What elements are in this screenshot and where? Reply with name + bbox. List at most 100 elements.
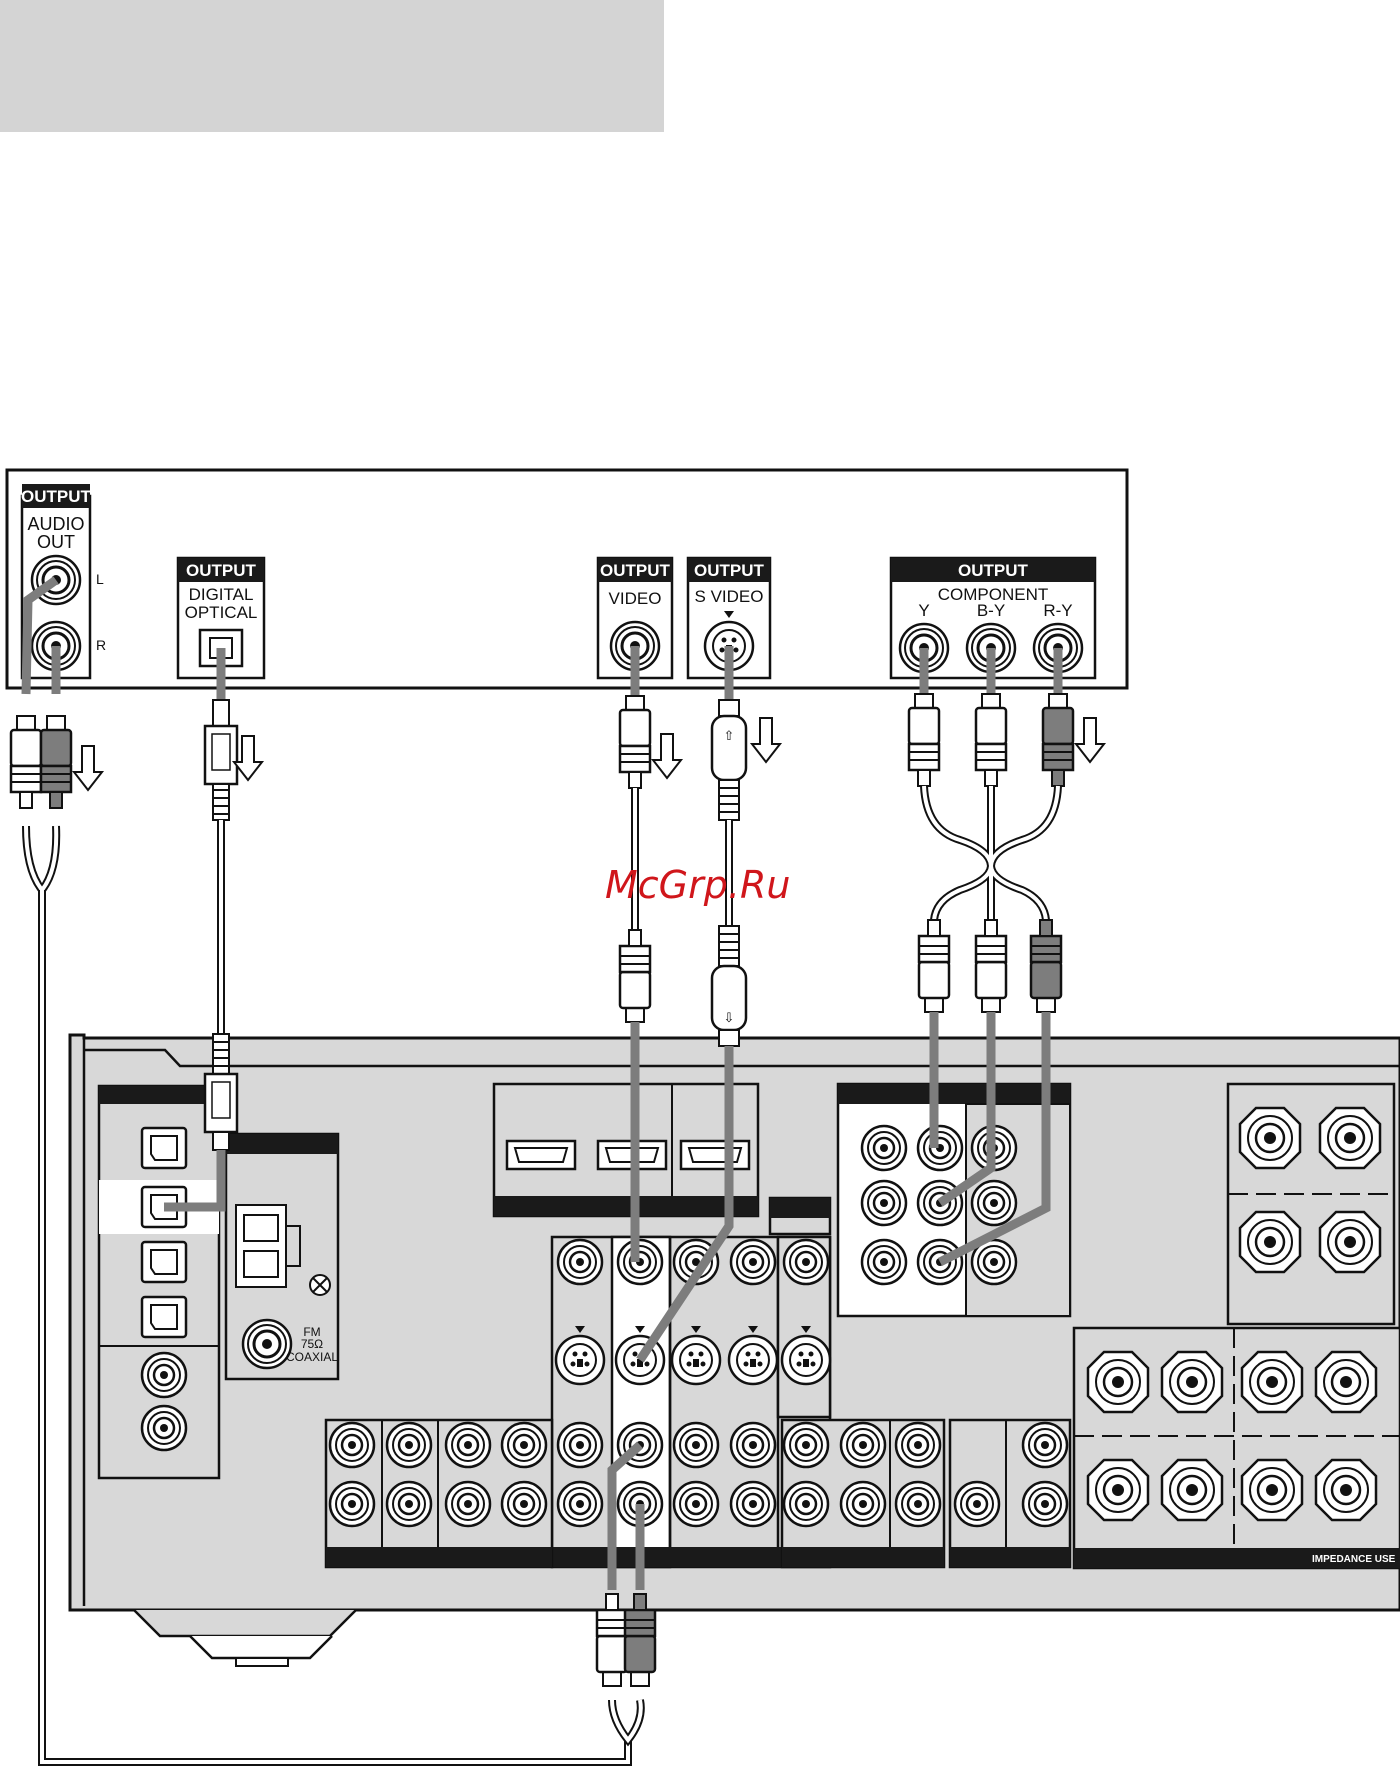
am-antenna-terminal[interactable] [244,1215,278,1241]
component-header: OUTPUT [958,561,1029,580]
comp-in1-y[interactable] [862,1126,906,1170]
optical-in-4[interactable] [142,1297,186,1337]
sub-out-1[interactable] [1023,1423,1067,1467]
audio-in-2-l[interactable] [387,1423,431,1467]
video-in-a[interactable] [558,1240,602,1284]
svideo-label: S VIDEO [695,587,764,606]
audio-out-label-1: AUDIO [27,514,84,534]
audio-out-r-label: R [96,637,106,653]
hdmi-in-1[interactable] [507,1141,575,1169]
comp-in1-ry[interactable] [862,1240,906,1284]
speaker-terminal-1[interactable] [1240,1108,1300,1168]
speaker-terminal-12[interactable] [1316,1460,1376,1520]
optical-in-3[interactable] [142,1242,186,1282]
comp-in1-by[interactable] [862,1181,906,1225]
video-header: OUTPUT [600,561,671,580]
svideo-in-a[interactable] [556,1336,604,1384]
receiver-optical-panel [99,1086,219,1478]
component-by-label: B-Y [977,601,1005,620]
svideo-in-b[interactable] [672,1336,720,1384]
pre-out-1[interactable] [784,1423,828,1467]
audio-in-b-r[interactable] [674,1482,718,1526]
comp-plug-y-player [909,694,939,786]
direction-arrow-icon [653,734,681,778]
audio-in-1-l[interactable] [330,1423,374,1467]
svg-text:⇩: ⇩ [724,1010,735,1025]
component-y-label: Y [918,601,929,620]
speaker-terminal-4[interactable] [1320,1212,1380,1272]
pre-out-2[interactable] [841,1423,885,1467]
fm-label-2: 75Ω [301,1337,323,1351]
coaxial-in-1[interactable] [142,1353,186,1397]
component-ry-label: R-Y [1043,601,1072,620]
pre-out-4[interactable] [784,1482,828,1526]
audio-in-b-l[interactable] [674,1423,718,1467]
svg-text:⇧: ⇧ [724,728,735,743]
receiver-audio-left [326,1420,552,1567]
receiver-audio-right [782,1420,1070,1567]
speaker-terminal-11[interactable] [1242,1460,1302,1520]
speaker-terminal-2[interactable] [1320,1108,1380,1168]
audio-out-header: OUTPUT [21,487,92,506]
video-plug-player [620,696,650,788]
audio-in-c-l[interactable] [731,1423,775,1467]
speaker-terminal-3[interactable] [1240,1212,1300,1272]
comp-in2-y[interactable] [918,1126,962,1170]
receiver-small-top-panel [770,1198,830,1234]
receiver-component-panel [838,1084,1070,1316]
pre-out-5[interactable] [841,1482,885,1526]
comp-out-by[interactable] [972,1181,1016,1225]
impedance-label: IMPEDANCE USE [1312,1554,1396,1565]
audio-in-c-r[interactable] [731,1482,775,1526]
audio-plug-l [11,716,41,808]
video-in-dvd[interactable] [618,1240,662,1284]
receiver-hdmi-panel [494,1084,758,1216]
speaker-terminal-9[interactable] [1088,1460,1148,1520]
coaxial-in-2[interactable] [142,1406,186,1450]
direction-arrow-icon [74,746,102,790]
speaker-terminal-8[interactable] [1316,1352,1376,1412]
pre-out-6[interactable] [896,1482,940,1526]
pre-out-3[interactable] [896,1423,940,1467]
audio-in-1-r[interactable] [330,1482,374,1526]
optical-header: OUTPUT [186,561,257,580]
comp-plug-ry-player [1043,694,1073,786]
video-label: VIDEO [609,589,662,608]
sub-out-2[interactable] [955,1482,999,1526]
video-out[interactable] [784,1240,828,1284]
audio-out-l-label: L [96,571,104,587]
direction-arrow-icon [752,718,780,762]
speaker-terminal-10[interactable] [1162,1460,1222,1520]
direction-arrow-icon [1076,718,1104,762]
audio-in-a-r[interactable] [558,1482,602,1526]
svideo-header: OUTPUT [694,561,765,580]
audio-out-label-2: OUT [37,532,75,552]
comp-plug-by-player [976,694,1006,786]
optical-in-1[interactable] [142,1128,186,1168]
audio-in-a-l[interactable] [558,1423,602,1467]
video-in-c[interactable] [731,1240,775,1284]
optical-label-1: DIGITAL [189,585,254,604]
audio-in-3-l[interactable] [446,1423,490,1467]
hdmi-out[interactable] [681,1141,749,1169]
svideo-in-c[interactable] [729,1336,777,1384]
fm-antenna-jack[interactable] [243,1320,291,1368]
sub-out-3[interactable] [1023,1482,1067,1526]
audio-in-4-l[interactable] [502,1423,546,1467]
audio-in-3-r[interactable] [446,1482,490,1526]
receiver-antenna-panel: FM 75Ω COAXIAL [226,1134,338,1379]
fm-label-3: COAXIAL [286,1350,338,1364]
audio-in-2-r[interactable] [387,1482,431,1526]
speaker-terminal-7[interactable] [1242,1352,1302,1412]
svideo-out[interactable] [782,1336,830,1384]
audio-plug-r [41,716,71,808]
video-plug-receiver [620,930,650,1022]
speaker-terminal-5[interactable] [1088,1352,1148,1412]
audio-in-4-r[interactable] [502,1482,546,1526]
optical-label-2: OPTICAL [185,603,258,622]
watermark: McGrp.Ru [605,863,790,907]
comp-plug-y-receiver [919,920,949,1012]
speaker-terminal-6[interactable] [1162,1352,1222,1412]
comp-plug-by-receiver [976,920,1006,1012]
